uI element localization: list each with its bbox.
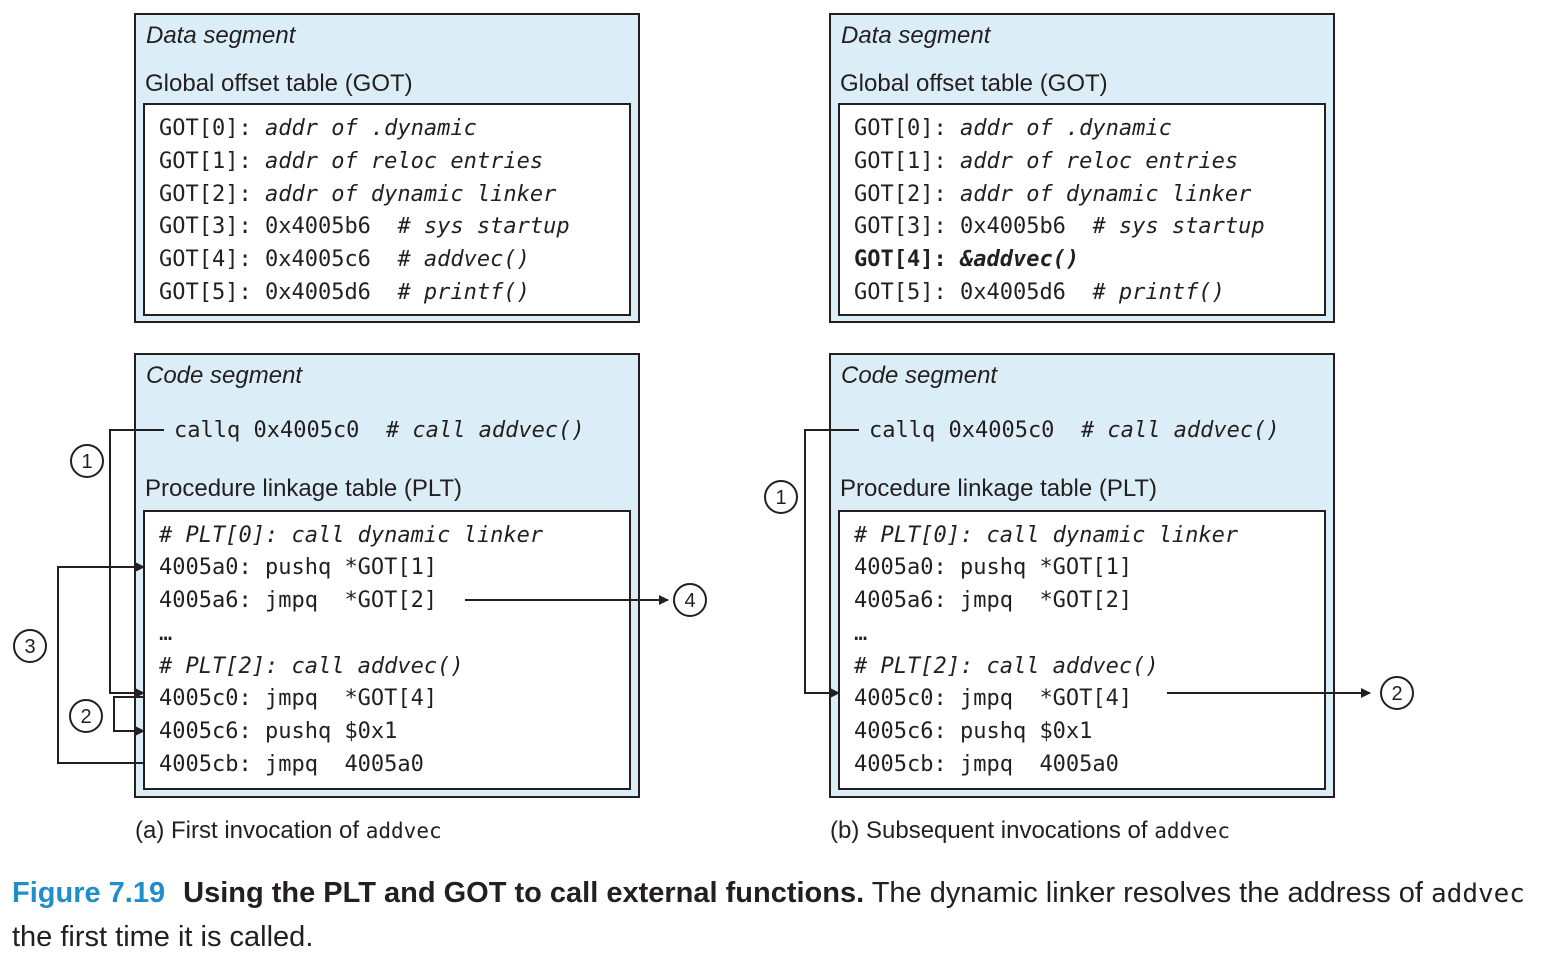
arrow-step-2-a xyxy=(113,696,145,736)
figure-code: addvec xyxy=(1431,879,1525,909)
data-segment-title: Data segment xyxy=(146,22,296,49)
got-row-updated: GOT[4]: &addvec() xyxy=(854,247,1080,272)
step-label-4-a: 4 xyxy=(684,590,695,612)
figure-title: Using the PLT and GOT to call external f… xyxy=(183,877,865,909)
step-circle-2-b xyxy=(1380,676,1414,710)
step-circle-3-a xyxy=(13,629,47,663)
got-row: GOT[2]: addr of dynamic linker xyxy=(159,182,557,207)
figure-text-end: the first time it is called. xyxy=(12,921,314,953)
code-segment-title: Code segment xyxy=(146,362,303,389)
step-circle-1-a xyxy=(70,444,104,478)
figure-caption: Figure 7.19 Using the PLT and GOT to call… xyxy=(12,872,1552,959)
plt-table-b: # PLT[0]: call dynamic linker 4005a0: pu… xyxy=(838,510,1326,790)
got-table-b: GOT[0]: addr of .dynamic GOT[1]: addr of… xyxy=(838,103,1326,316)
plt-row: 4005cb: jmpq 4005a0 xyxy=(854,752,1119,777)
got-row: GOT[5]: 0x4005d6 # printf() xyxy=(854,280,1225,305)
plt-row: … xyxy=(854,621,868,646)
got-row: GOT[3]: 0x4005b6 # sys startup xyxy=(159,214,570,239)
got-label: Global offset table (GOT) xyxy=(145,70,413,97)
plt-row: 4005a0: pushq *GOT[1] xyxy=(159,555,438,580)
data-segment-b: Data segment Global offset table (GOT) G… xyxy=(829,13,1335,323)
arrow-step-1-b xyxy=(804,429,859,698)
plt-row: 4005a0: pushq *GOT[1] xyxy=(854,555,1133,580)
plt-table-a: # PLT[0]: call dynamic linker 4005a0: pu… xyxy=(143,510,631,790)
plt-label: Procedure linkage table (PLT) xyxy=(840,475,1158,502)
caption-a: (a) First invocation of addvec xyxy=(135,817,442,844)
arrow-step-1-a xyxy=(109,429,164,698)
got-table-a: GOT[0]: addr of .dynamic GOT[1]: addr of… xyxy=(143,103,631,316)
code-segment-a: Code segment callq 0x4005c0 # call addve… xyxy=(134,353,640,798)
plt-row: # PLT[0]: call dynamic linker xyxy=(159,523,544,548)
plt-row: 4005a6: jmpq *GOT[2] xyxy=(159,588,438,613)
plt-row: 4005c0: jmpq *GOT[4] xyxy=(854,686,1133,711)
plt-row: # PLT[2]: call addvec() xyxy=(159,654,464,679)
arrow-step-3-a xyxy=(57,562,145,764)
code-segment-b: Code segment callq 0x4005c0 # call addve… xyxy=(829,353,1335,798)
data-segment-a: Data segment Global offset table (GOT) G… xyxy=(134,13,640,323)
got-label: Global offset table (GOT) xyxy=(840,70,1108,97)
plt-row: 4005c6: pushq $0x1 xyxy=(854,719,1093,744)
step-label-2-a: 2 xyxy=(80,706,91,728)
plt-row: # PLT[2]: call addvec() xyxy=(854,654,1159,679)
step-label-1-a: 1 xyxy=(81,451,92,473)
callq-instruction: callq 0x4005c0 # call addvec() xyxy=(174,418,585,443)
got-row: GOT[0]: addr of .dynamic xyxy=(854,116,1172,141)
step-label-3-a: 3 xyxy=(24,636,35,658)
panel-a: Data segment Global offset table (GOT) G… xyxy=(0,0,780,860)
figure-number: Figure 7.19 xyxy=(12,877,166,909)
callq-instruction: callq 0x4005c0 # call addvec() xyxy=(869,418,1280,443)
got-row: GOT[5]: 0x4005d6 # printf() xyxy=(159,280,530,305)
plt-row: 4005c6: pushq $0x1 xyxy=(159,719,398,744)
got-row: GOT[1]: addr of reloc entries xyxy=(159,149,544,174)
plt-row: 4005a6: jmpq *GOT[2] xyxy=(854,588,1133,613)
step-circle-4-a xyxy=(673,583,707,617)
code-segment-title: Code segment xyxy=(841,362,998,389)
plt-label: Procedure linkage table (PLT) xyxy=(145,475,463,502)
plt-row: … xyxy=(159,621,173,646)
step-circle-1-b xyxy=(764,480,798,514)
panel-b: Data segment Global offset table (GOT) G… xyxy=(695,0,1475,860)
plt-row: 4005c0: jmpq *GOT[4] xyxy=(159,686,438,711)
step-label-2-b: 2 xyxy=(1391,683,1402,705)
got-row: GOT[4]: 0x4005c6 # addvec() xyxy=(159,247,530,272)
plt-row: 4005cb: jmpq 4005a0 xyxy=(159,752,424,777)
got-row: GOT[2]: addr of dynamic linker xyxy=(854,182,1252,207)
step-label-1-b: 1 xyxy=(775,487,786,509)
plt-row: # PLT[0]: call dynamic linker xyxy=(854,523,1239,548)
step-circle-2-a xyxy=(69,699,103,733)
caption-b: (b) Subsequent invocations of addvec xyxy=(830,817,1231,844)
got-row: GOT[1]: addr of reloc entries xyxy=(854,149,1239,174)
figure-text: The dynamic linker resolves the address … xyxy=(864,877,1432,909)
got-row: GOT[0]: addr of .dynamic xyxy=(159,116,477,141)
got-row: GOT[3]: 0x4005b6 # sys startup xyxy=(854,214,1265,239)
data-segment-title: Data segment xyxy=(841,22,991,49)
